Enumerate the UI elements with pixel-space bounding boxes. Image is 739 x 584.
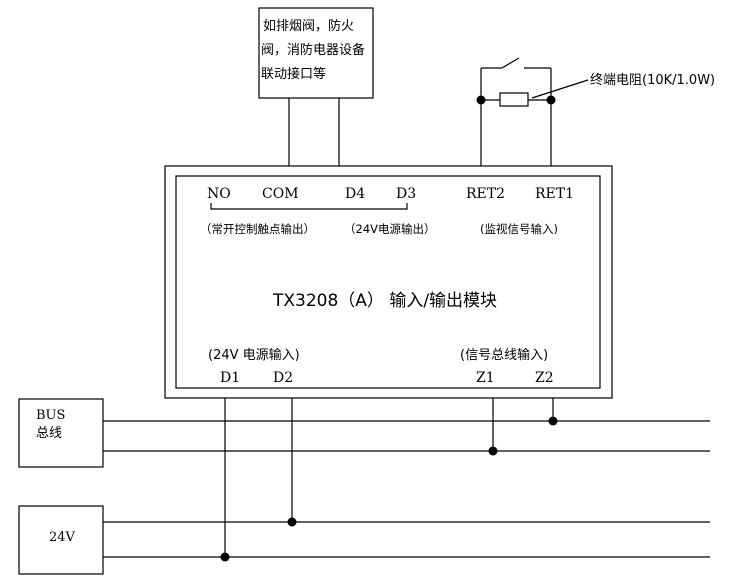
terminal-z1: Z1: [476, 370, 495, 386]
resistor-leader-line: [531, 79, 589, 99]
bus-input-label: (信号总线输入): [460, 347, 548, 363]
monitor-input-label: (监视信号输入): [480, 222, 558, 236]
terminal-d3: D3: [396, 186, 416, 202]
terminal-d2: D2: [273, 370, 293, 386]
terminal-ret1: RET1: [535, 186, 574, 202]
no-d3-bracket: [210, 203, 408, 210]
terminal-no: NO: [207, 186, 231, 202]
device-text-line2: 阀，消防电器设备: [261, 42, 365, 58]
module-outer-frame: [164, 165, 613, 399]
power-input-label: (24V 电源输入): [208, 347, 300, 363]
bus-box-label: BUS: [36, 408, 65, 423]
junction-dot: [476, 95, 486, 105]
relay-output-label: （常开控制触点输出）: [200, 222, 315, 236]
device-text-line1: 如排烟阀，防火: [263, 18, 354, 34]
power-box: [18, 505, 104, 575]
terminal-d4: D4: [345, 186, 365, 202]
switch-blade: [501, 57, 520, 69]
external-device-box: [258, 7, 374, 99]
power-box-label: 24V: [49, 530, 76, 545]
device-text-line3: 联动接口等: [261, 66, 326, 82]
resistor-label: 终端电阻(10K/1.0W): [590, 72, 715, 88]
module-title: TX3208（A） 输入/输出模块: [272, 291, 497, 311]
junction-dot: [287, 517, 297, 527]
terminal-z2: Z2: [535, 370, 554, 386]
bus-box: [18, 398, 104, 468]
junction-dot: [488, 446, 498, 456]
resistor-body: [499, 92, 529, 107]
bus-box-sublabel: 总线: [36, 426, 62, 441]
terminal-d1: D1: [220, 370, 240, 386]
junction-dot: [548, 416, 558, 426]
junction-dot: [220, 552, 230, 562]
junction-dot: [546, 95, 556, 105]
terminal-ret2: RET2: [466, 186, 505, 202]
terminal-com: COM: [262, 186, 299, 202]
module-inner-frame: [175, 175, 601, 389]
power-output-label: （24V电源输出）: [344, 222, 436, 236]
